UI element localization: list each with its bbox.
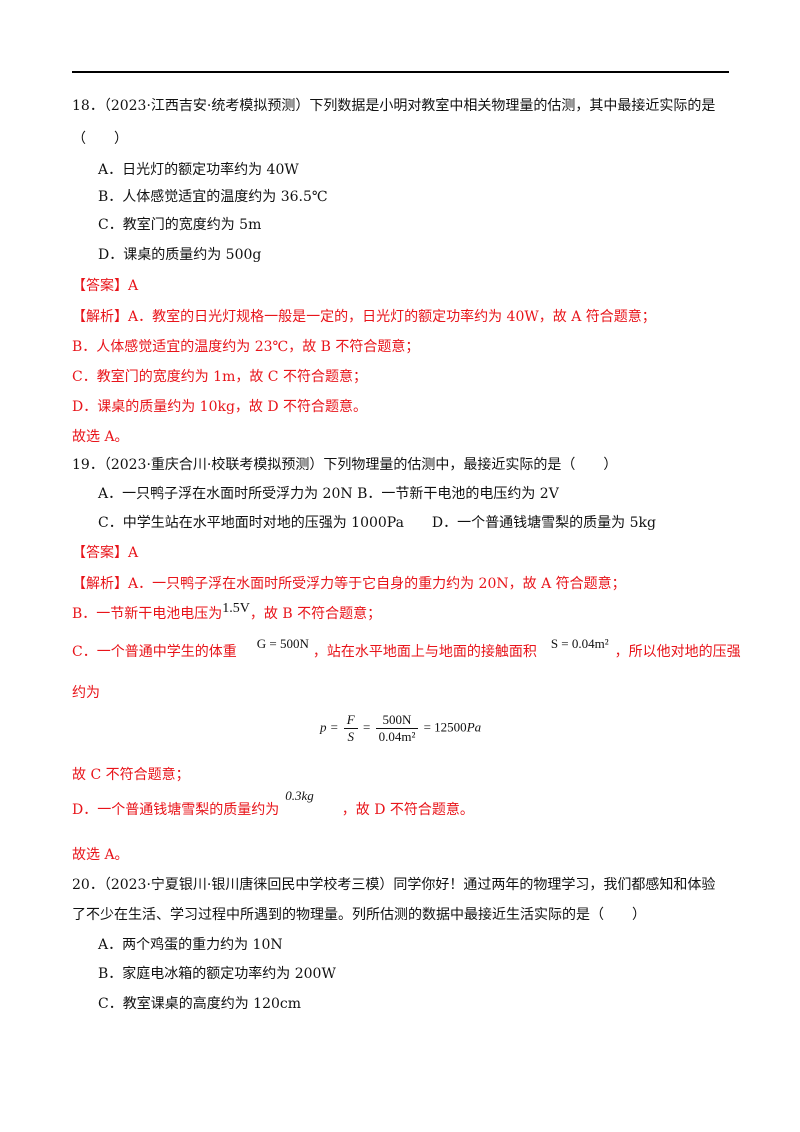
q18-answer: 【答案】A bbox=[72, 278, 139, 294]
q19-answer: 【答案】A bbox=[72, 545, 139, 561]
q19-analysis-c-post: ，所以他对地的压强 bbox=[614, 644, 741, 660]
formula-result: = 12500 bbox=[423, 719, 467, 735]
q19-analysis-c-line2: 约为 bbox=[72, 685, 100, 701]
q18-stem-line2: （ ） bbox=[72, 131, 128, 147]
q18-option-b: B．人体感觉适宜的温度约为 36.5℃ bbox=[98, 189, 328, 205]
q19-stem: 19．（2023·重庆合川·校联考模拟预测）下列物理量的估测中，最接近实际的是（… bbox=[72, 457, 618, 473]
q18-analysis-c: C．教室门的宽度约为 1m，故 C 不符合题意； bbox=[72, 369, 367, 385]
q19-analysis-d-post: ，故 D 不符合题意。 bbox=[341, 802, 474, 818]
q19-analysis-b-pre: B．一节新干电池电压为 bbox=[72, 606, 223, 622]
q20-option-c: C．教室课桌的高度约为 120cm bbox=[98, 996, 301, 1012]
formula-den-1: S bbox=[347, 729, 355, 744]
q18-analysis-b: B．人体感觉适宜的温度约为 23℃，故 B 不符合题意； bbox=[72, 339, 420, 355]
formula-num-2: 500N bbox=[375, 712, 419, 729]
q19-analysis-a: 【解析】A．一只鸭子浮在水面时所受浮力等于它自身的重力约为 20N，故 A 符合… bbox=[72, 576, 626, 592]
q19-area-expr: S = 0.04m² bbox=[550, 636, 609, 651]
q19-analysis-c: C．一个普通中学生的体重 G = 500N，站在水平地面上与地面的接触面积 S = … bbox=[72, 636, 741, 662]
q18-option-c: C．教室门的宽度约为 5m bbox=[98, 217, 262, 233]
q19-analysis-c-mid: ，站在水平地面上与地面的接触面积 bbox=[312, 644, 537, 660]
q18-conclusion: 故选 A。 bbox=[72, 429, 129, 445]
q19-analysis-b-value: 1.5V bbox=[222, 601, 250, 616]
q18-analysis-a: 【解析】A．教室的日光灯规格一般是一定的，日光灯的额定功率约为 40W，故 A … bbox=[72, 309, 656, 325]
q19-weight-expr: G = 500N bbox=[256, 636, 309, 651]
q18-analysis-d: D．课桌的质量约为 10kg，故 D 不符合题意。 bbox=[72, 399, 368, 415]
formula-eq2: = bbox=[362, 719, 371, 735]
q19-analysis-b-post: ，故 B 不符合题意； bbox=[249, 606, 382, 622]
q20-option-b: B．家庭电冰箱的额定功率约为 200W bbox=[98, 966, 336, 982]
q19-analysis-c-conclusion: 故 C 不符合题意； bbox=[72, 767, 190, 783]
pressure-formula: p = F S = 500N 0.04m² = 12500Pa bbox=[320, 712, 481, 745]
q19-options-row1: A．一只鸭子浮在水面时所受浮力为 20N B．一节新干电池的电压约为 2V bbox=[98, 486, 559, 502]
q19-analysis-d-pre: D．一个普通钱塘雪梨的质量约为 bbox=[72, 802, 280, 818]
q20-stem-line1: 20．（2023·宁夏银川·银川唐徕回民中学校考三模）同学你好！通过两年的物理学… bbox=[72, 877, 716, 893]
formula-num-1: F bbox=[343, 712, 358, 729]
q19-analysis-c-pre: C．一个普通中学生的体重 bbox=[72, 644, 237, 660]
q19-analysis-d: D．一个普通钱塘雪梨的质量约为 0.3kg ，故 D 不符合题意。 bbox=[72, 788, 474, 820]
q18-option-d: D．课桌的质量约为 500g bbox=[98, 247, 262, 263]
q18-stem-line1: 18．（2023·江西吉安·统考模拟预测）下列数据是小明对教室中相关物理量的估测… bbox=[72, 98, 716, 114]
q19-conclusion: 故选 A。 bbox=[72, 847, 129, 863]
q19-analysis-b: B．一节新干电池电压为1.5V，故 B 不符合题意； bbox=[72, 601, 382, 625]
q18-option-a: A．日光灯的额定功率约为 40W bbox=[98, 162, 299, 178]
formula-unit: Pa bbox=[466, 719, 482, 735]
q20-stem-line2: 了不少在生活、学习过程中所遇到的物理量。列所估测的数据中最接近生活实际的是（ ） bbox=[72, 907, 646, 923]
formula-fraction-2: 500N 0.04m² bbox=[375, 712, 419, 745]
formula-den-2: 0.04m² bbox=[378, 729, 416, 744]
formula-lhs: p = bbox=[320, 719, 339, 735]
formula-fraction-1: F S bbox=[343, 712, 358, 745]
q19-pear-mass: 0.3kg bbox=[285, 788, 314, 803]
q20-option-a: A．两个鸡蛋的重力约为 10N bbox=[98, 937, 283, 953]
q19-options-row2: C．中学生站在水平地面时对地的压强为 1000Pa D．一个普通钱塘雪梨的质量为… bbox=[98, 515, 656, 531]
header-rule bbox=[72, 71, 729, 73]
